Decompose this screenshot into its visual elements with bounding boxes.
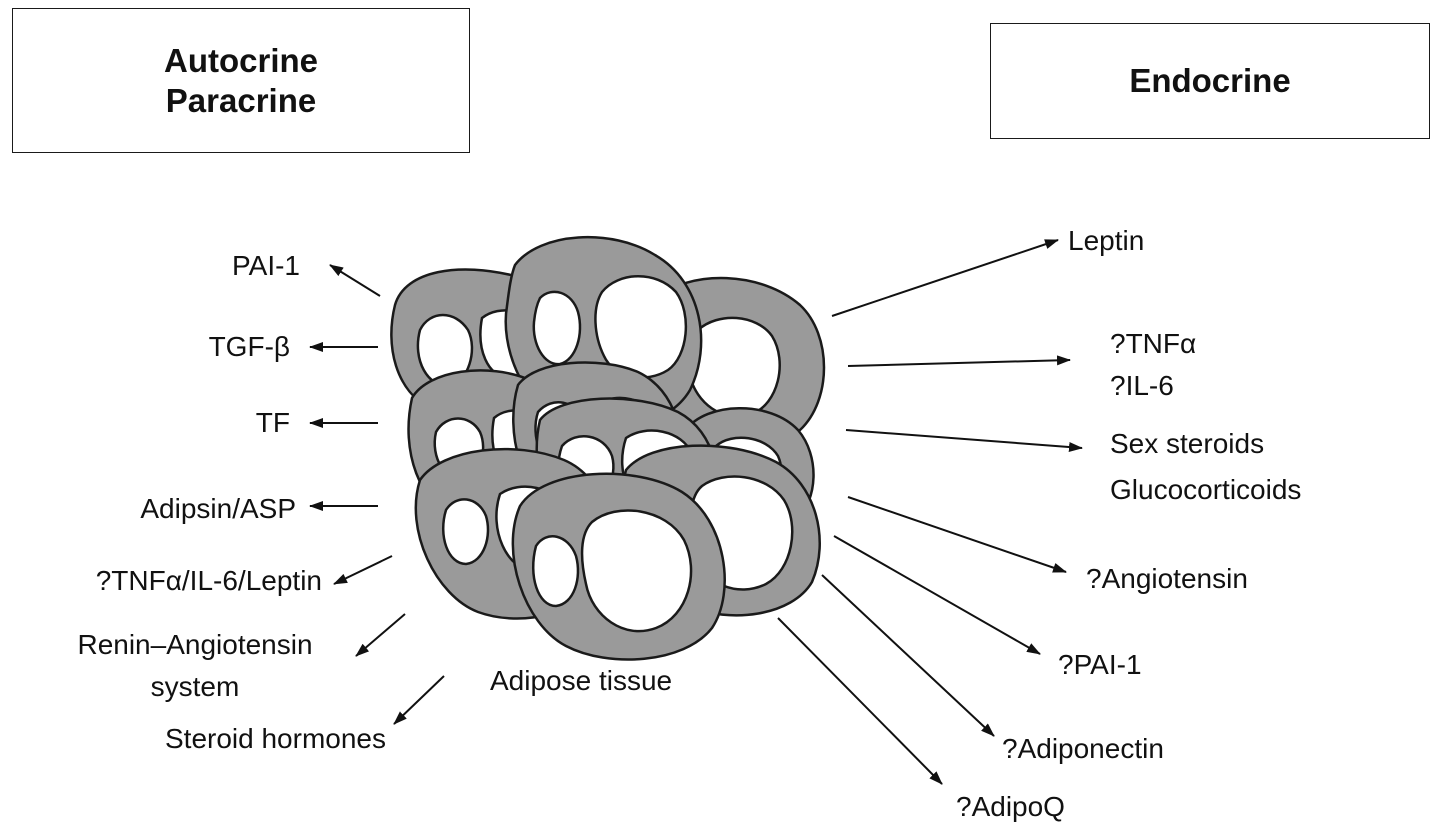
label-leptin: Leptin xyxy=(1068,224,1144,258)
cell-vacuole xyxy=(595,276,685,377)
label-adiponectin: ?Adiponectin xyxy=(1002,732,1164,766)
arrow-to-angiotensin xyxy=(848,497,1066,572)
arrow-to-adipoq xyxy=(778,618,942,784)
arrow-to-pai-1 xyxy=(330,265,380,296)
label-tnf-il6: ?TNFα ?IL-6 xyxy=(1110,327,1196,403)
arrow-to-tnf-il6 xyxy=(848,360,1070,366)
cell-vacuole xyxy=(443,499,488,564)
label-pai-1-endocrine: ?PAI-1 xyxy=(1058,648,1142,682)
header-line: Paracrine xyxy=(166,81,316,121)
arrow-to-tnf-il6-leptin xyxy=(334,556,392,584)
header-line: Endocrine xyxy=(1129,61,1290,101)
label-adipoq: ?AdipoQ xyxy=(956,790,1065,824)
label-angiotensin: ?Angiotensin xyxy=(1086,562,1248,596)
autocrine-paracrine-header: Autocrine Paracrine xyxy=(12,8,470,153)
endocrine-header: Endocrine xyxy=(990,23,1430,139)
header-line: Autocrine xyxy=(164,41,318,81)
arrow-to-adiponectin xyxy=(822,575,994,736)
adipose-cell-cluster xyxy=(391,237,824,659)
label-tnf-il6-leptin: ?TNFα/IL-6/Leptin xyxy=(96,564,322,598)
label-steroid-hormones: Steroid hormones xyxy=(165,722,386,756)
label-tf: TF xyxy=(256,406,290,440)
label-adipsin-asp: Adipsin/ASP xyxy=(140,492,296,526)
label-line: ?TNFα xyxy=(1110,327,1196,361)
label-line: Glucocorticoids xyxy=(1110,461,1301,507)
cell-vacuole xyxy=(534,292,580,364)
label-line: ?IL-6 xyxy=(1110,361,1196,403)
label-renin-angiotensin: Renin–Angiotensin system xyxy=(30,628,360,704)
arrow-to-sex-steroids xyxy=(846,430,1082,448)
arrow-to-renin-angiotensin xyxy=(356,614,405,656)
cell-vacuole xyxy=(533,536,578,606)
label-line: system xyxy=(30,662,360,704)
label-tgf-beta: TGF-β xyxy=(209,330,290,364)
label-sex-steroids-glucocorticoids: Sex steroids Glucocorticoids xyxy=(1110,427,1301,507)
arrow-to-steroid-hormones xyxy=(394,676,444,724)
label-pai-1: PAI-1 xyxy=(232,249,300,283)
arrow-to-leptin xyxy=(832,240,1058,316)
arrow-to-pai-1-endocrine xyxy=(834,536,1040,654)
label-line: Renin–Angiotensin xyxy=(30,628,360,662)
label-line: Sex steroids xyxy=(1110,427,1301,461)
label-adipose-tissue: Adipose tissue xyxy=(490,664,672,698)
